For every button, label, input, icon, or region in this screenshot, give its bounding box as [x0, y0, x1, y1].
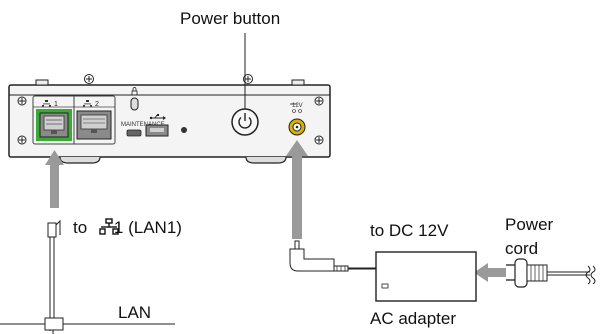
screw-icon	[17, 135, 27, 145]
power-button-label: Power button	[180, 9, 281, 28]
screw-icon	[17, 96, 27, 106]
lock-icon	[130, 87, 139, 111]
power-cord-label-line1: Power	[505, 215, 554, 234]
dc-arrow	[286, 140, 308, 239]
dc-jack	[288, 118, 306, 136]
reset-hole	[181, 127, 187, 133]
power-icon	[238, 113, 252, 129]
to-lan1-suffix: 1 (LAN1)	[113, 218, 182, 237]
cord-arrow	[474, 263, 506, 282]
power-cord-label-line2: cord	[505, 239, 539, 258]
power-button	[231, 108, 259, 136]
screw-icon	[243, 74, 253, 84]
lan-arrow	[45, 150, 64, 208]
ac-plug-icon	[506, 258, 548, 288]
screw-icon	[84, 74, 94, 84]
lan-junction	[44, 317, 64, 331]
ac-adapter-label: AC adapter	[370, 309, 456, 328]
dc-plug-icon	[289, 240, 349, 272]
ac-adapter-box	[375, 251, 477, 302]
port2-label: 2	[95, 101, 99, 108]
to-dc-label: to DC 12V	[370, 221, 449, 240]
port1-label: 1	[54, 101, 58, 108]
network-icon	[99, 218, 119, 235]
to-lan1-prefix: to	[73, 218, 92, 237]
usb-icon	[149, 114, 166, 120]
screw-icon	[314, 96, 324, 106]
dc-label: 12V	[292, 103, 303, 109]
lan-plug-icon	[47, 219, 61, 238]
network-icon	[83, 100, 92, 107]
lan-label: LAN	[118, 303, 152, 322]
network-icon	[42, 100, 51, 107]
to-lan1-label: to 1 (LAN1)	[73, 219, 182, 236]
screw-icon	[314, 135, 324, 145]
lan2-port	[76, 110, 112, 140]
lan1-port	[36, 109, 72, 141]
maintenance-label: MAINTENANCE	[121, 122, 165, 128]
maintenance-port	[126, 129, 142, 137]
